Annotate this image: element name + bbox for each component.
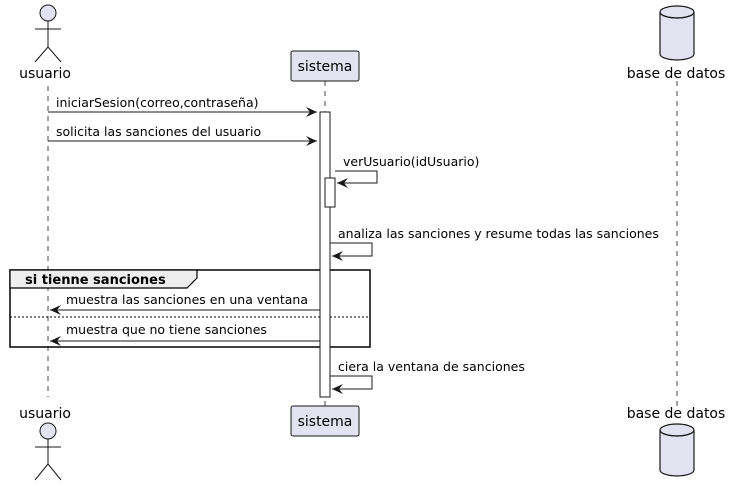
message-7-arrow: [330, 375, 373, 394]
participant-label-usuario-top: usuario: [19, 66, 71, 82]
message-3-label: verUsuario(idUsuario): [343, 154, 479, 169]
participant-label-usuario-bottom: usuario: [19, 406, 71, 422]
actor-usuario-top: usuario: [19, 4, 71, 82]
activation-bar-verusuario: [324, 177, 336, 208]
message-1-label: iniciarSesion(correo,contraseña): [56, 95, 259, 110]
database-cylinder-icon: [659, 5, 695, 61]
participant-bd-bottom: base de datos: [627, 406, 726, 477]
message-7-label: ciera la ventana de sanciones: [338, 359, 525, 374]
message-3: verUsuario(idUsuario): [335, 154, 479, 188]
participant-box-sistema-bottom: [290, 405, 360, 437]
message-6: muestra que no tiene sanciones: [50, 322, 320, 346]
participant-box-sistema-top: [290, 50, 360, 82]
actor-stick-figure-icon: [34, 422, 62, 481]
alt-fragment-tab: [9, 269, 198, 289]
message-4: analiza las sanciones y resume todas las…: [330, 226, 659, 261]
message-3-arrow: [335, 170, 378, 188]
alt-fragment-label: si tienne sanciones: [25, 273, 166, 288]
activation-bar-sistema: [319, 111, 331, 398]
message-6-label: muestra que no tiene sanciones: [66, 322, 267, 337]
participant-label-bd-bottom: base de datos: [627, 406, 726, 422]
message-5: muestra las sanciones en una ventana: [50, 292, 320, 315]
message-2-label: solicita las sanciones del usuario: [56, 124, 261, 139]
participant-label-sistema-top: sistema: [298, 59, 353, 75]
message-7: ciera la ventana de sanciones: [330, 359, 525, 394]
message-2: solicita las sanciones del usuario: [48, 124, 317, 146]
message-4-arrow: [330, 242, 373, 261]
participant-label-sistema-bottom: sistema: [298, 414, 353, 430]
actor-usuario-bottom: usuario: [19, 406, 71, 481]
actor-stick-figure-icon: [34, 4, 62, 63]
participant-sistema-top: sistema: [290, 50, 360, 82]
message-5-label: muestra las sanciones en una ventana: [66, 292, 308, 307]
message-4-label: analiza las sanciones y resume todas las…: [338, 226, 659, 241]
participant-label-bd-top: base de datos: [627, 66, 726, 82]
database-cylinder-icon: [659, 423, 695, 477]
message-1: iniciarSesion(correo,contraseña): [48, 95, 317, 117]
alt-fragment: si tienne sanciones: [9, 269, 371, 348]
participant-bd-top: base de datos: [627, 5, 726, 82]
participant-sistema-bottom: sistema: [290, 405, 360, 437]
